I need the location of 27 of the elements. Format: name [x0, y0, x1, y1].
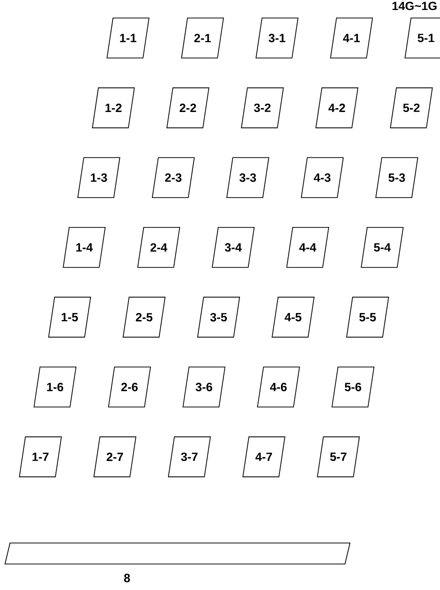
- parallelogram-box: 2-6: [108, 366, 151, 408]
- parallelogram-box: 1-6: [34, 366, 76, 408]
- parallelogram-box: 1-5: [48, 296, 92, 338]
- parallelogram-box: 4-3: [300, 157, 344, 198]
- heading-label: 14G~1G: [392, 2, 437, 10]
- parallelogram-box: 5-6: [332, 366, 374, 408]
- parallelogram-box: 2-4: [137, 227, 180, 268]
- node-label: 8: [124, 574, 130, 582]
- parallelogram-box: 3-5: [197, 296, 240, 338]
- parallelogram-box: 5-4: [360, 227, 404, 268]
- parallelogram-box: 4-6: [257, 366, 300, 408]
- parallelogram-box: 5-3: [375, 157, 418, 198]
- parallelogram-box: 2-5: [122, 296, 166, 338]
- parallelogram-box: 4-1: [330, 18, 373, 58]
- parallelogram-box: 4-4: [286, 227, 330, 268]
- parallelogram-box: 2-1: [181, 18, 224, 58]
- parallelogram-box: 3-6: [182, 366, 226, 408]
- parallelogram-box: 5-1: [404, 18, 440, 58]
- parallelogram-box: 4-5: [272, 296, 315, 338]
- parallelogram-box: 3-4: [212, 227, 255, 268]
- parallelogram-box: 1-1: [106, 18, 150, 58]
- parallelogram-box: 5-5: [346, 296, 390, 338]
- parallelogram-box: 3-3: [226, 157, 270, 198]
- parallelogram-box: 1-3: [77, 157, 120, 198]
- parallelogram-box: 2-3: [152, 157, 195, 198]
- parallelogram-box: 3-1: [256, 18, 298, 58]
- parallelogram-box: 1-4: [62, 227, 106, 268]
